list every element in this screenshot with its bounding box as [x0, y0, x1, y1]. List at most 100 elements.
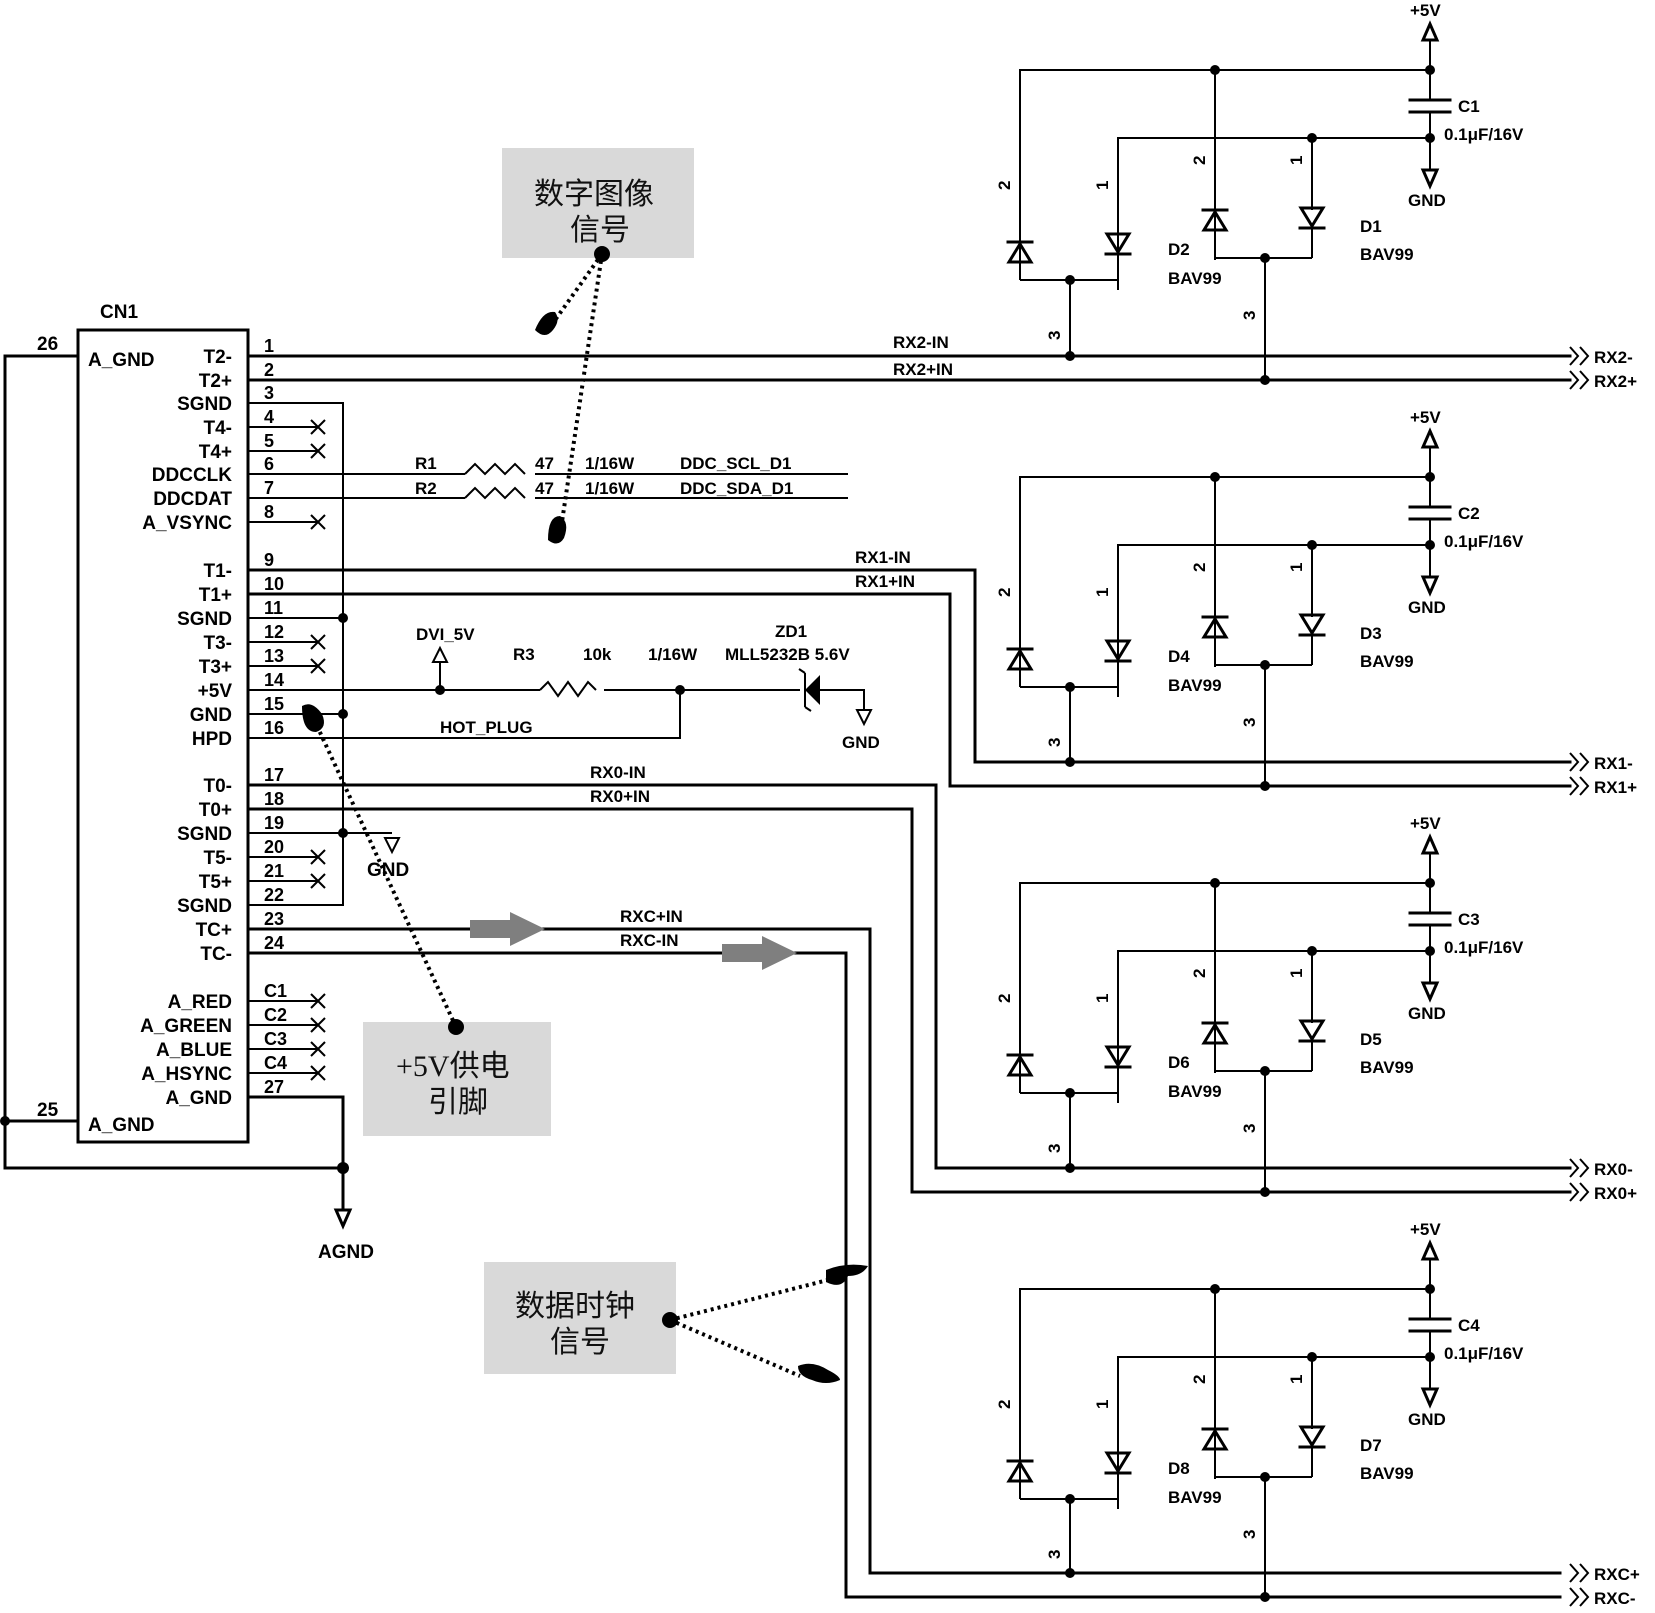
diode-pin-label: 1	[1093, 1400, 1112, 1409]
diode-pin-label: 1	[1093, 588, 1112, 597]
diode-ref: D7	[1360, 1436, 1382, 1455]
connector-pin: T5+ 21	[199, 861, 326, 893]
no-connect-icon	[310, 419, 326, 435]
net-label: RX1-IN	[855, 548, 911, 567]
hot-plug-net: HOT_PLUG	[440, 718, 533, 737]
pin-number: 19	[264, 813, 284, 833]
gnd-label: GND	[842, 733, 880, 752]
pin-name: T5+	[199, 872, 232, 893]
output-label: RX2+	[1594, 372, 1637, 391]
plus5v-label: +5V	[1410, 1, 1441, 20]
net-label: RX2-IN	[893, 333, 949, 352]
zener-ref: ZD1	[775, 622, 807, 641]
annotation-text: 引脚	[428, 1086, 488, 1119]
diode-pin-label: 1	[1093, 994, 1112, 1003]
zener-part: MLL5232B 5.6V	[725, 645, 850, 664]
output-label: RX2-	[1594, 348, 1633, 367]
power-arrow-icon	[1420, 1239, 1440, 1261]
pin-number: 20	[264, 837, 284, 857]
pin-number: 24	[264, 933, 284, 953]
pin-name: T1-	[204, 561, 233, 582]
pin-name: DDCDAT	[153, 489, 232, 510]
pin-number: 8	[264, 502, 274, 522]
connector-pin: TC+23	[196, 909, 284, 941]
pin-number: 4	[264, 407, 274, 427]
connector-pin: T0+18	[199, 789, 284, 821]
diode-pin-label: 1	[1287, 156, 1306, 165]
output-port: RX0+	[1569, 1182, 1637, 1203]
diode-part: BAV99	[1360, 1464, 1414, 1483]
diode-pin-label: 3	[1240, 1530, 1259, 1539]
pointing-hand-icon	[548, 516, 567, 544]
r1-ref: R1	[415, 454, 437, 473]
connector-pin: T2- 1	[204, 336, 275, 368]
pin-name: T0-	[204, 776, 233, 797]
diode-pin-label: 2	[995, 994, 1014, 1003]
diode-pin-label: 3	[1045, 738, 1064, 747]
diode-pin-label: 1	[1287, 969, 1306, 978]
pin-name: SGND	[177, 824, 232, 845]
r3-ref: R3	[513, 645, 535, 664]
hot-plug-circuit: DVI_5V R3 10k 1/16W HOT_PLUG GND ZD1 MLL…	[248, 622, 880, 752]
diode-part: BAV99	[1168, 1082, 1222, 1101]
no-connect-icon	[310, 1017, 326, 1033]
diode-ref: D6	[1168, 1053, 1190, 1072]
pin-number: 21	[264, 861, 284, 881]
pin-number: 1	[264, 336, 274, 356]
chevron-connector-icon	[1569, 752, 1590, 772]
gnd-label: GND	[1408, 598, 1446, 617]
ground-arrow-icon	[1420, 168, 1440, 190]
r1-power: 1/16W	[585, 454, 635, 473]
pin-number: 9	[264, 550, 274, 570]
connector-ref: CN1	[100, 302, 138, 323]
diode-pin-label: 3	[1240, 311, 1259, 320]
connector-cn1: CN1 26 A_GND 25 A_GND AGND	[0, 302, 374, 1263]
signal-routing: RX2-IN RX2+IN RX1-IN RX1+IN RX0-IN RX0+I…	[246, 333, 1572, 1599]
connector-pin: TC-24	[200, 933, 284, 965]
pin-name: T2-	[204, 347, 233, 368]
pin-number: 14	[264, 670, 284, 690]
chevron-connector-icon	[1569, 1587, 1590, 1607]
net-label: RX0-IN	[590, 763, 646, 782]
r2-power: 1/16W	[585, 479, 635, 498]
pin-number: 27	[264, 1077, 284, 1097]
annotation-data-clock-signal: 数据时钟 信号	[484, 1262, 868, 1383]
net-label: RXC-IN	[620, 931, 679, 950]
cap-value: 0.1μF/16V	[1444, 938, 1524, 957]
pin-name: A_RED	[168, 992, 232, 1013]
cap-value: 0.1μF/16V	[1444, 1344, 1524, 1363]
pin-number: 16	[264, 718, 284, 738]
diode-pin-label: 2	[1190, 1375, 1209, 1384]
pin-name: A_GND	[88, 1115, 155, 1136]
annotation-text: 数据时钟	[515, 1290, 635, 1323]
cap-value: 0.1μF/16V	[1444, 532, 1524, 551]
diode-pin-label: 3	[1240, 1124, 1259, 1133]
ground-arrow-icon	[1420, 981, 1440, 1003]
output-label: RXC+	[1594, 1565, 1640, 1584]
output-port: RXC-	[1569, 1587, 1636, 1608]
cap-ref: C2	[1458, 504, 1480, 523]
pin-name: T1+	[199, 585, 232, 606]
ground-arrow-icon	[1420, 1387, 1440, 1409]
pin-number: 22	[264, 885, 284, 905]
diode-part: BAV99	[1360, 1058, 1414, 1077]
diode-ref: D5	[1360, 1030, 1382, 1049]
signal-arrow-icon	[722, 936, 797, 970]
output-port: RX1+	[1569, 776, 1637, 797]
power-arrow-icon	[1420, 427, 1440, 449]
output-label: RX0+	[1594, 1184, 1637, 1203]
annotation-text: 信号	[550, 1326, 610, 1359]
chevron-connector-icon	[1569, 1182, 1590, 1202]
diode-ref: D1	[1360, 217, 1382, 236]
